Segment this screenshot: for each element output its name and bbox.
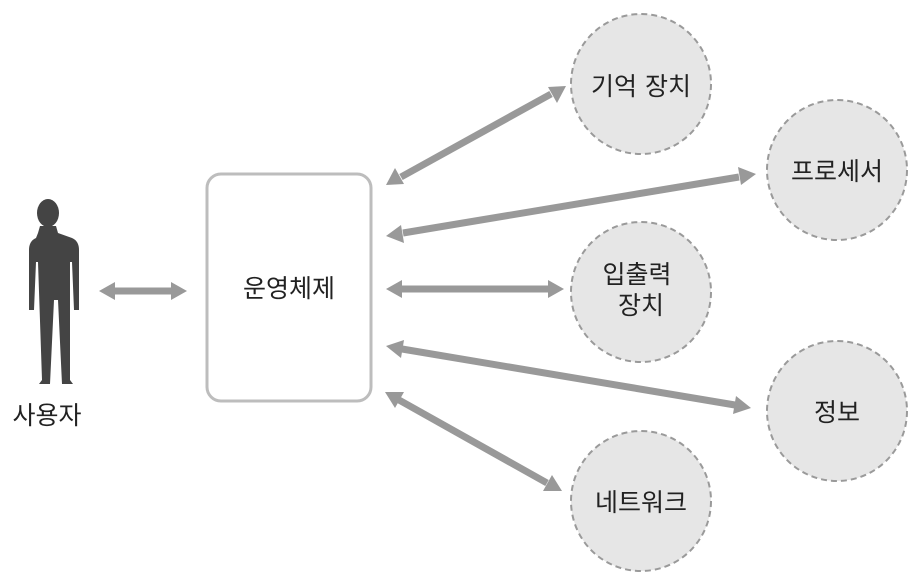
resource-io-line-2: 장치 [618,291,664,320]
resource-io-line-1: 입출력 [603,260,672,289]
arrow-os-information [386,340,751,414]
arrow-os-io [386,280,564,298]
svg-text:정보: 정보 [814,398,860,427]
resource-processor: 프로세서 [766,99,908,241]
os-label: 운영체제 [243,274,335,303]
resource-network-line-1: 네트워크 [595,488,687,517]
resource-memory-line-1: 기억 장치 [591,72,691,101]
arrow-user-os [99,282,187,300]
resource-information: 정보 [766,340,908,482]
resource-network: 네트워크 [570,430,712,572]
svg-text:기억 장치: 기억 장치 [591,72,691,101]
resource-memory: 기억 장치 [570,13,712,155]
svg-text:네트워크: 네트워크 [595,488,687,517]
person-icon [29,199,79,384]
arrow-os-processor [386,167,756,243]
os-box [205,172,373,403]
svg-text:프로세서: 프로세서 [791,157,883,186]
arrow-os-network [385,392,562,491]
user-label: 사용자 [12,401,81,430]
resource-information-line-1: 정보 [814,398,860,427]
resource-processor-line-1: 프로세서 [791,157,883,186]
svg-text:입출력 장치: 입출력 장치 [603,260,680,320]
resource-io: 입출력 장치 [570,221,712,363]
arrow-os-memory [386,86,566,185]
